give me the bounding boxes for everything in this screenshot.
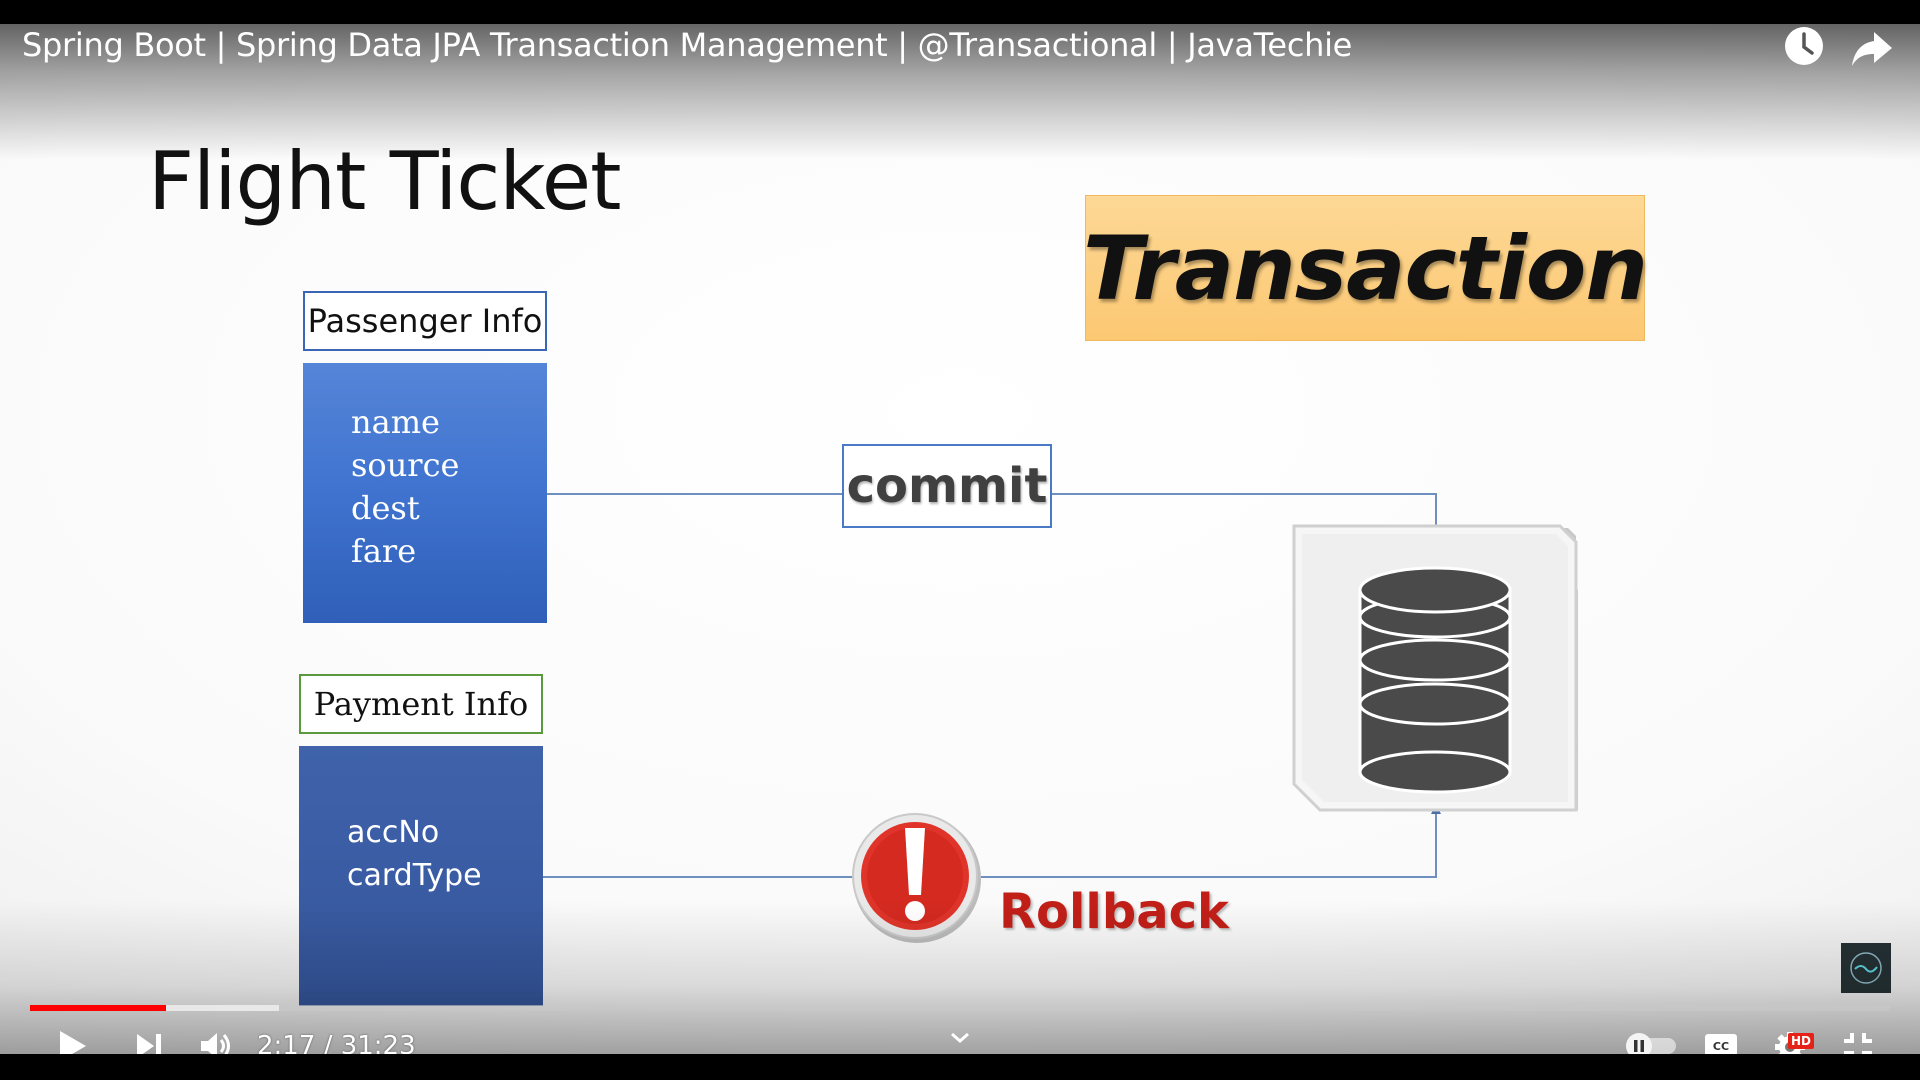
passenger-field: name <box>351 403 440 441</box>
hd-badge: HD <box>1788 1033 1815 1049</box>
channel-watermark-icon[interactable] <box>1841 943 1891 993</box>
rollback-label: Rollback <box>999 884 1229 940</box>
passenger-fields-box: name source dest fare <box>303 363 547 623</box>
autoplay-toggle-icon[interactable] <box>1622 1032 1678 1065</box>
clock-icon[interactable] <box>1780 22 1828 70</box>
time-separator: / <box>315 1031 341 1061</box>
passenger-field: fare <box>351 532 417 570</box>
passenger-info-label: Passenger Info <box>303 291 547 351</box>
database-icon <box>1292 524 1578 812</box>
payment-field: cardType <box>347 858 482 893</box>
share-arrow-icon[interactable] <box>1848 22 1896 70</box>
top-black-bar <box>0 0 1920 24</box>
progress-bar[interactable] <box>30 1005 1890 1011</box>
payment-info-label: Payment Info <box>299 674 543 734</box>
next-icon[interactable] <box>134 1031 164 1066</box>
svg-text:CC: CC <box>1713 1040 1729 1053</box>
progress-played <box>30 1005 166 1011</box>
cc-icon[interactable]: CC <box>1704 1031 1738 1064</box>
play-icon[interactable] <box>56 1028 88 1069</box>
passenger-field: dest <box>351 489 420 527</box>
commit-db-connector <box>1052 493 1437 534</box>
exclamation-icon <box>852 813 981 943</box>
rollback-db-connector <box>981 812 1437 878</box>
payment-fields-box: accNo cardType <box>299 746 543 1006</box>
passenger-field: source <box>351 446 460 484</box>
title-gradient <box>0 0 1920 160</box>
payment-field: accNo <box>347 815 440 850</box>
video-title[interactable]: Spring Boot | Spring Data JPA Transactio… <box>22 26 1353 64</box>
commit-label: commit <box>842 444 1052 528</box>
controls-gradient <box>0 900 1920 1056</box>
transaction-label: Transaction <box>1083 195 1648 341</box>
chevron-down-icon[interactable] <box>948 1030 972 1051</box>
bottom-black-bar <box>0 1054 1920 1080</box>
